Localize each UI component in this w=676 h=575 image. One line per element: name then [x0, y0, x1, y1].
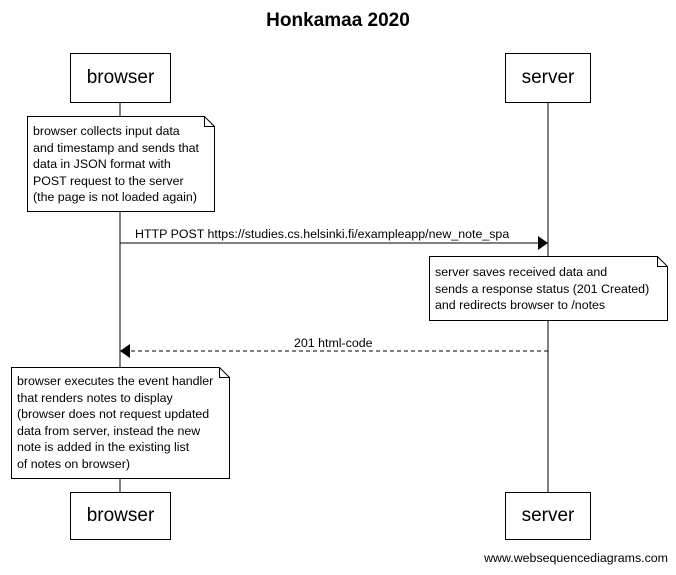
actor-browser-bottom: browser	[70, 492, 171, 540]
post-request-label: HTTP POST https://studies.cs.helsinki.fi…	[135, 227, 510, 241]
note-browser-collects: browser collects input data and timestam…	[27, 116, 215, 212]
note-server-saves: server saves received data and sends a r…	[429, 256, 668, 321]
response-label: 201 html-code	[294, 336, 373, 350]
post-request-arrowhead	[538, 236, 548, 250]
actor-browser-bottom-label: browser	[86, 505, 155, 526]
note-browser-executes-text: browser executes the event handler that …	[17, 374, 214, 471]
actor-browser-label: browser	[86, 67, 155, 88]
note-browser-collects-text: browser collects input data and timestam…	[33, 124, 199, 205]
actor-browser-top: browser	[70, 53, 171, 103]
note-server-saves-text: server saves received data and sends a r…	[435, 265, 650, 313]
watermark: www.websequencediagrams.com	[484, 551, 668, 565]
actor-server-label: server	[521, 67, 575, 88]
actor-server-bottom: server	[505, 492, 591, 540]
diagram-title: Honkamaa 2020	[266, 10, 410, 31]
response-arrowhead	[120, 344, 130, 358]
actor-server-top: server	[505, 53, 591, 103]
note-browser-executes: browser executes the event handler that …	[11, 367, 230, 479]
actor-server-bottom-label: server	[521, 505, 575, 526]
